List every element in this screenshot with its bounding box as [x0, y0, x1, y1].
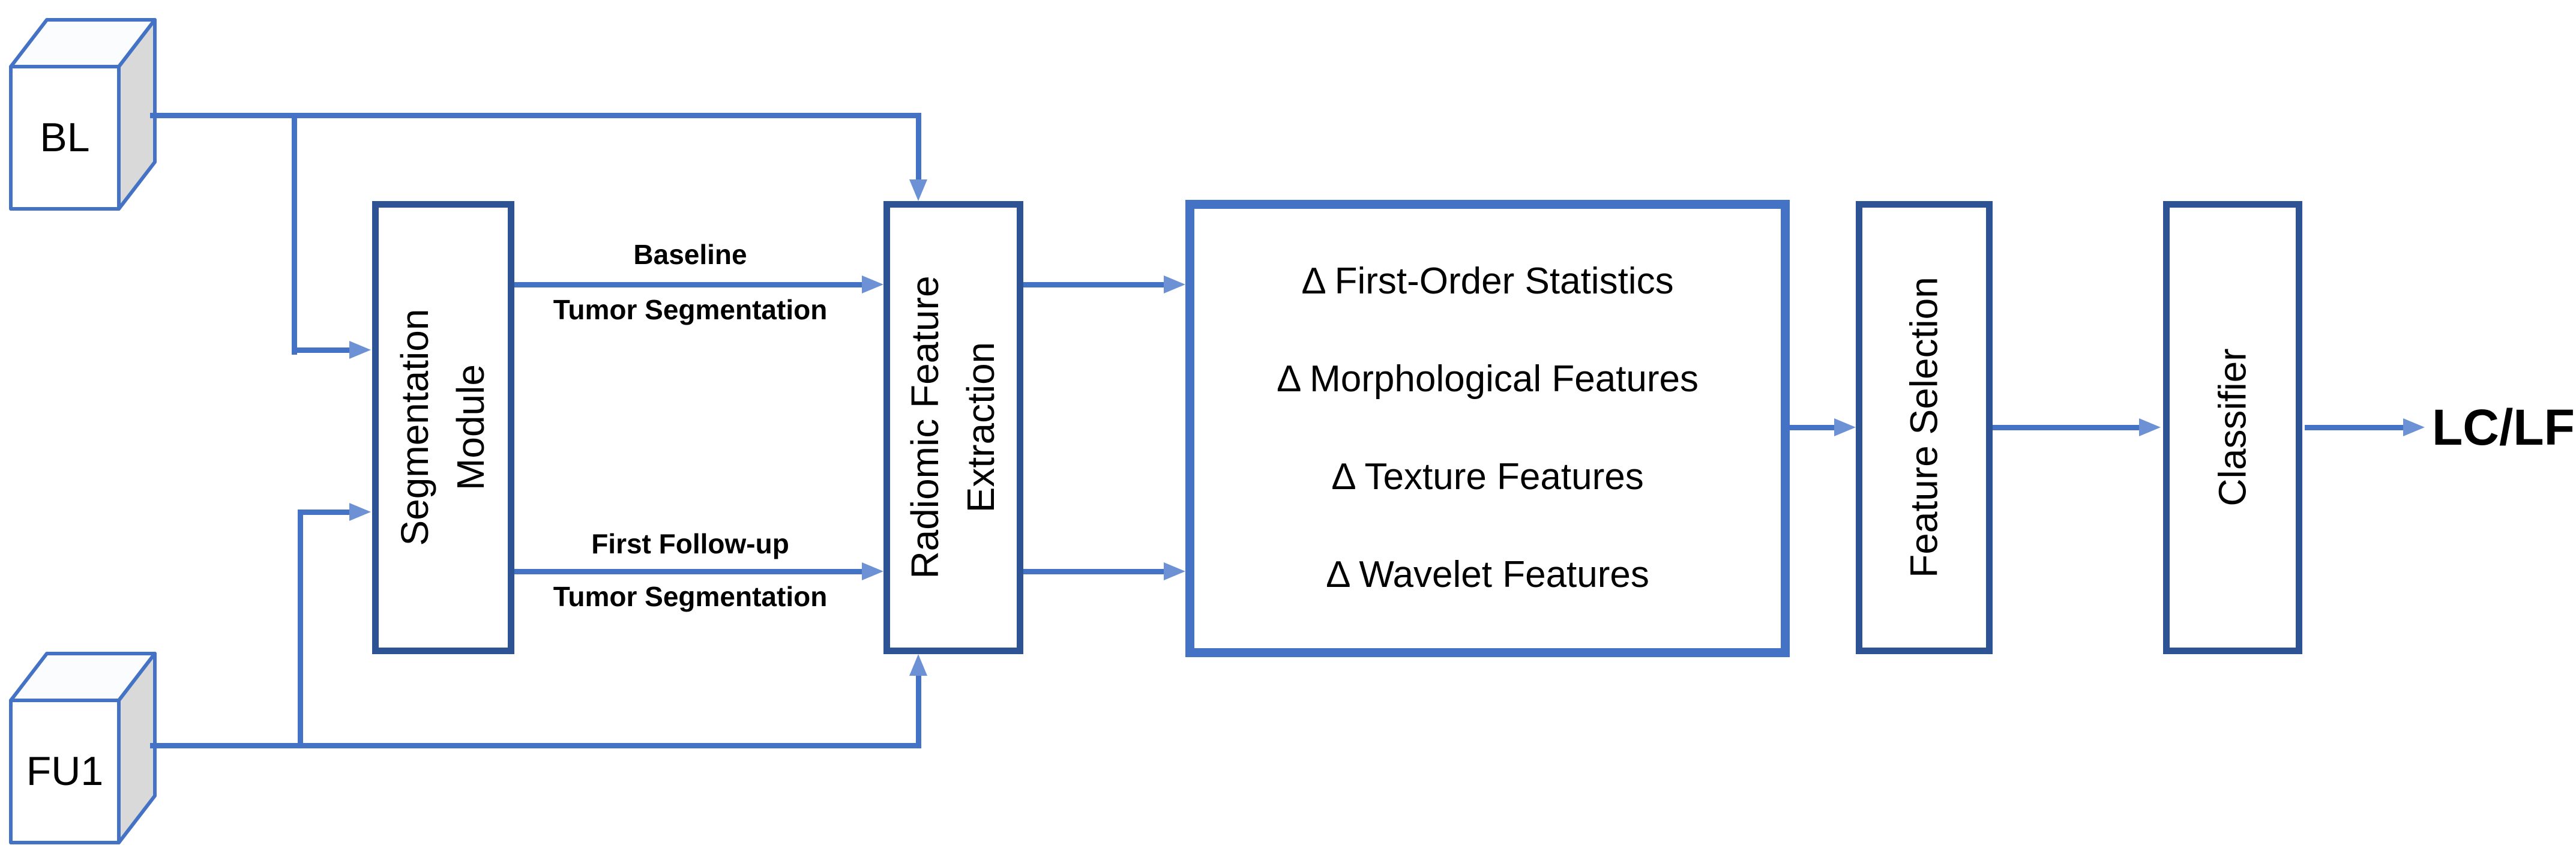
fu1-elbow-vertical-line	[298, 510, 303, 748]
fu1-cube	[9, 652, 157, 844]
classifier-output-arrowhead	[2403, 418, 2425, 436]
radiomic-label-line2: Extraction	[959, 341, 1002, 513]
segmentation-module-label: Segmentation Module	[387, 309, 499, 546]
bl-elbow-vertical-line	[292, 113, 297, 355]
feature-selection-to-classifier-arrowhead	[2139, 418, 2161, 436]
radiomic-feature-extraction-label: Radiomic Feature Extraction	[897, 275, 1009, 579]
followup-segmentation-arrow-line	[514, 569, 862, 574]
bl-to-radiomic-arrowhead	[909, 179, 927, 201]
baseline-segmentation-arrowhead	[862, 275, 883, 293]
delta-to-feature-selection-line	[1790, 425, 1835, 430]
radiomic-to-delta-bottom-arrowhead	[1164, 562, 1185, 580]
classifier-box	[2163, 201, 2302, 654]
fu1-to-segmentation-arrowhead	[349, 503, 371, 521]
delta-feature-item: Δ First-Order Statistics	[1301, 260, 1674, 302]
delta-to-feature-selection-arrowhead	[1834, 418, 1856, 436]
fu1-to-segmentation-line	[298, 510, 351, 515]
delta-feature-item: Δ Morphological Features	[1276, 358, 1699, 400]
bl-cube	[9, 18, 157, 211]
classifier-label: Classifier	[2210, 348, 2254, 507]
baseline-arrow-label-top: Baseline	[633, 239, 747, 270]
segmentation-module-label-line1: Segmentation	[393, 308, 437, 546]
followup-arrow-label-top: First Follow-up	[591, 528, 789, 559]
radiomic-feature-extraction-box	[883, 201, 1023, 654]
output-label: LC/LF	[2432, 399, 2575, 456]
delta-feature-item: Δ Texture Features	[1331, 456, 1644, 498]
baseline-arrow-label-bottom: Tumor Segmentation	[553, 294, 828, 325]
radiomic-to-delta-bottom-line	[1023, 569, 1165, 574]
feature-selection-to-classifier-line	[1993, 425, 2140, 430]
fu1-to-radiomic-vertical-line	[916, 675, 921, 748]
bl-cube-label: BL	[40, 115, 90, 160]
delta-feature-item: Δ Wavelet Features	[1326, 554, 1649, 596]
feature-selection-box	[1856, 201, 1993, 654]
bl-output-line	[150, 113, 921, 118]
segmentation-module-box	[372, 201, 514, 654]
bl-to-segmentation-arrowhead	[349, 341, 371, 359]
fu1-output-line	[150, 743, 921, 748]
followup-segmentation-arrowhead	[862, 562, 883, 580]
radiomic-label-line1: Radiomic Feature	[903, 275, 947, 579]
bl-to-segmentation-line	[292, 347, 351, 353]
segmentation-module-label-line2: Module	[449, 364, 492, 490]
baseline-segmentation-arrow-line	[514, 282, 862, 287]
radiomic-to-delta-top-line	[1023, 282, 1165, 287]
feature-selection-label: Feature Selection	[1902, 277, 1946, 578]
fu1-to-radiomic-arrowhead	[909, 654, 927, 676]
classifier-output-line	[2305, 425, 2404, 430]
bl-to-radiomic-vertical-line	[916, 113, 921, 182]
radiomic-to-delta-top-arrowhead	[1164, 275, 1185, 293]
fu1-cube-label: FU1	[26, 748, 104, 794]
bl-cube-front-face	[9, 65, 121, 211]
fu1-cube-front-face	[9, 699, 121, 844]
followup-arrow-label-bottom: Tumor Segmentation	[553, 581, 828, 612]
delta-features-box: Δ First-Order Statistics Δ Morphological…	[1185, 200, 1790, 657]
